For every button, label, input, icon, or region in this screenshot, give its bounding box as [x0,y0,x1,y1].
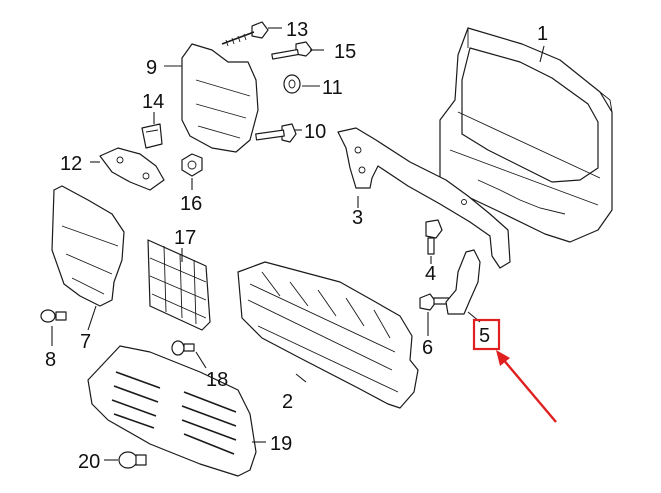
callout-12: 12 [60,153,82,175]
callout-5: 5 [479,325,490,347]
part-17-panel [147,239,211,331]
highlight-box [472,318,501,351]
part-15-bolt [271,41,313,60]
part-3-bracket [337,127,511,269]
callout-16: 16 [180,193,202,215]
callout-3: 3 [352,207,363,229]
part-8-pin [40,309,67,323]
callout-14: 14 [142,91,164,113]
callout-7: 7 [80,331,91,353]
part-11-washer [283,74,301,94]
callout-labels: 1 2 3 4 5 6 7 8 9 10 11 12 13 14 15 16 1… [45,19,548,473]
callout-4: 4 [425,263,436,285]
callout-17: 17 [174,227,196,249]
callout-leaders [51,27,545,461]
callout-1: 1 [537,23,548,45]
part-20-pin [118,451,147,469]
callout-6: 6 [422,337,433,359]
part-14-clip [141,123,163,149]
part-19-lower-grille [87,345,257,477]
callout-15: 15 [334,41,356,63]
callout-9: 9 [146,57,157,79]
callout-18: 18 [206,369,228,391]
part-1-radiator-support [439,27,613,243]
part-7-air-guide [51,185,125,307]
part-4-bolt [425,219,443,255]
callout-20: 20 [78,451,100,473]
callout-10: 10 [304,121,326,143]
highlight-callout-5 [472,318,557,423]
part-10-bolt [255,123,297,143]
highlight-arrow-head [496,350,510,366]
part-18-pin [171,340,195,356]
callout-8: 8 [45,349,56,371]
callout-2: 2 [282,391,293,413]
part-2-lower-deflector [237,261,419,409]
part-12-clip [99,147,165,191]
part-9-air-guide [181,43,259,153]
callout-19: 19 [270,433,292,455]
highlight-arrow [501,357,557,423]
part-5-bracket [445,249,481,315]
callout-13: 13 [286,19,308,41]
callout-11: 11 [322,77,343,99]
part-13-bolt [221,21,269,47]
part-16-nut [181,153,203,177]
